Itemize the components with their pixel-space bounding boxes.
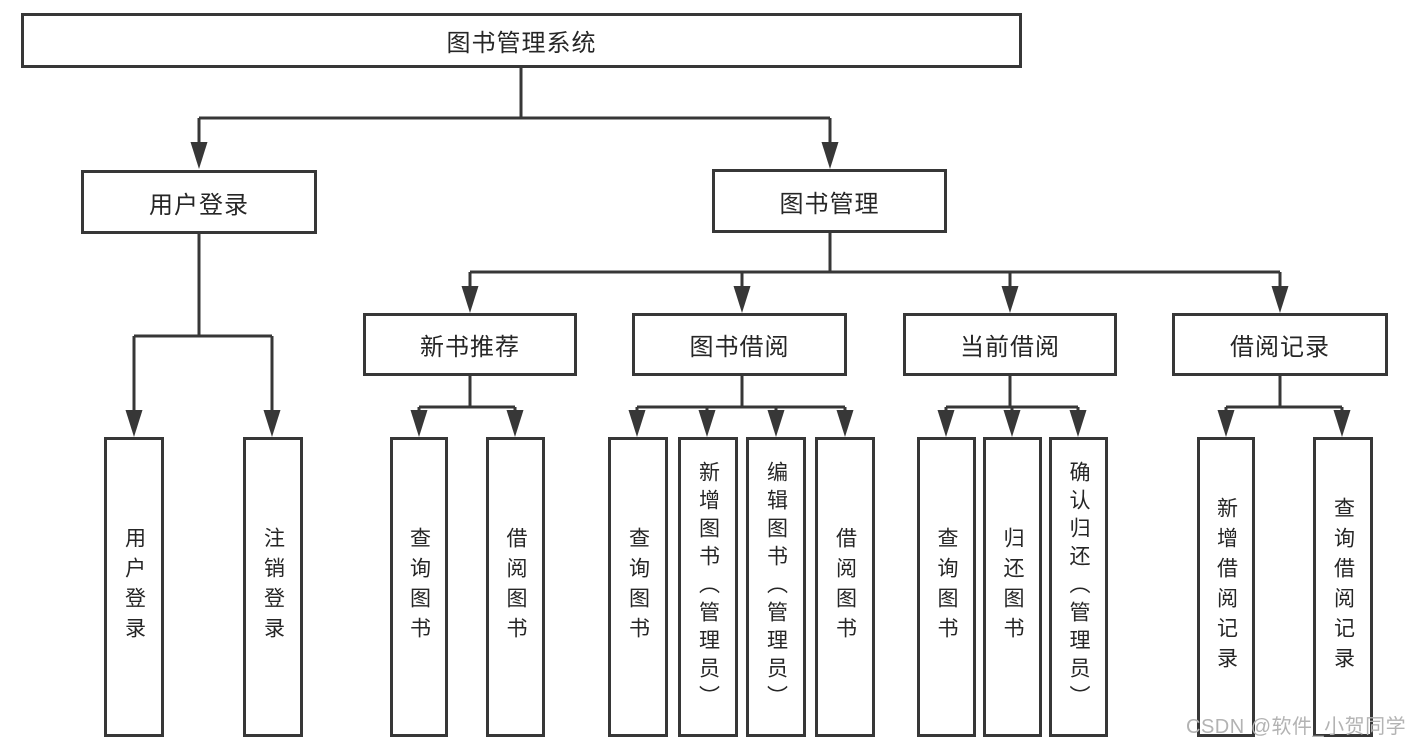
node-label: 图书管理 (779, 190, 880, 218)
arrow-down-icon (1271, 286, 1289, 313)
arrow-down-icon (937, 410, 955, 437)
node-label: 新书推荐 (420, 334, 520, 361)
node-label: 新增图书（管理员） (696, 461, 720, 713)
arrow-down-icon (628, 410, 646, 437)
node-label: 查询图书 (935, 527, 958, 647)
node-label: 图书借阅 (689, 334, 790, 361)
node-return-books: 归还图书 (983, 437, 1042, 737)
arrow-down-icon (1333, 410, 1351, 437)
arrow-down-icon (410, 410, 428, 437)
node-label: 借阅图书 (833, 527, 857, 647)
arrow-down-icon (821, 142, 839, 169)
node-label: 当前借阅 (960, 334, 1060, 361)
node-borrow-books-recommend: 借阅图书 (486, 437, 545, 737)
arrow-down-icon (1001, 286, 1019, 313)
arrow-down-icon (836, 410, 854, 437)
arrow-down-icon (190, 142, 208, 169)
node-label: 查询借阅记录 (1331, 497, 1355, 677)
csdn-watermark: CSDN @软件_小贺同学 (1186, 716, 1405, 738)
node-root: 图书管理系统 (21, 13, 1022, 68)
node-leaf-user-login: 用户登录 (104, 437, 164, 737)
node-borrowing-records: 借阅记录 (1172, 313, 1388, 376)
node-leaf-logout: 注销登录 (243, 437, 303, 737)
node-label: 用户登录 (149, 191, 249, 219)
arrow-down-icon (461, 286, 479, 313)
node-label: 借阅图书 (504, 527, 527, 647)
node-label: 编辑图书（管理员） (764, 461, 788, 713)
node-label: 用户登录 (122, 527, 146, 647)
node-edit-books-admin: 编辑图书（管理员） (746, 437, 806, 737)
node-query-borrow-record: 查询借阅记录 (1313, 437, 1373, 737)
node-label: 查询图书 (626, 527, 650, 647)
node-label: 图书管理系统 (446, 30, 597, 57)
arrow-down-icon (767, 410, 785, 437)
node-label: 注销登录 (261, 527, 285, 647)
node-label: 借阅记录 (1230, 334, 1330, 361)
node-query-books-borrow: 查询图书 (608, 437, 668, 737)
node-label: 归还图书 (1001, 527, 1024, 647)
arrow-down-icon (1069, 410, 1087, 437)
arrow-down-icon (1003, 410, 1021, 437)
node-add-books-admin: 新增图书（管理员） (678, 437, 738, 737)
node-user-login: 用户登录 (81, 170, 317, 234)
node-label: 确认归还（管理员） (1067, 461, 1090, 713)
arrow-down-icon (1217, 410, 1235, 437)
arrow-down-icon (506, 410, 524, 437)
node-label: 查询图书 (407, 527, 431, 647)
node-query-books-recommend: 查询图书 (390, 437, 448, 737)
node-query-books-current: 查询图书 (917, 437, 976, 737)
node-borrow-books-borrow: 借阅图书 (815, 437, 875, 737)
arrow-down-icon (263, 410, 281, 437)
node-book-borrowing: 图书借阅 (632, 313, 847, 376)
node-add-borrow-record: 新增借阅记录 (1197, 437, 1255, 737)
node-label: 新增借阅记录 (1214, 497, 1238, 677)
node-current-borrowing: 当前借阅 (903, 313, 1117, 376)
arrow-down-icon (698, 410, 716, 437)
node-new-book-recommendation: 新书推荐 (363, 313, 577, 376)
arrowheads (125, 142, 1351, 437)
node-confirm-return-admin: 确认归还（管理员） (1049, 437, 1108, 737)
node-book-management: 图书管理 (712, 169, 947, 233)
arrow-down-icon (125, 410, 143, 437)
arrow-down-icon (733, 286, 751, 313)
